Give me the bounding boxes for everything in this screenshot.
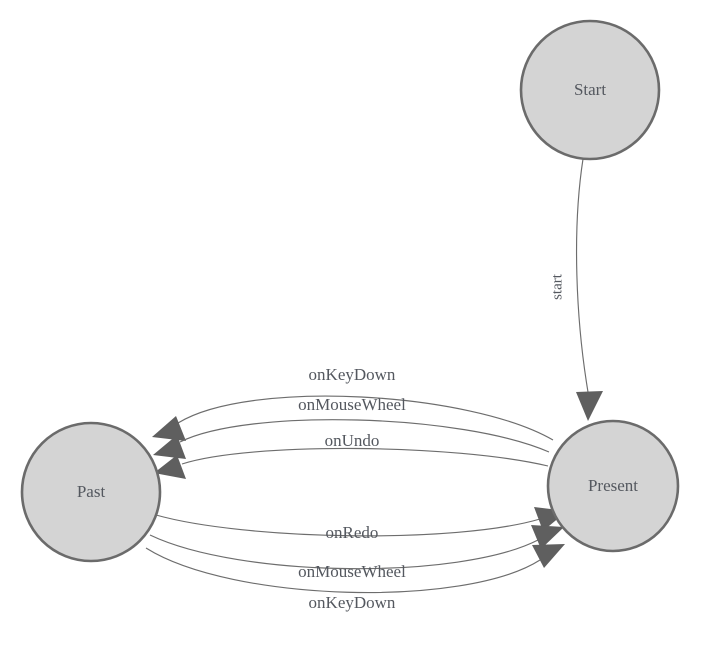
arrowhead-past-present-onkeydown (532, 544, 565, 568)
edge-path-past-present-onmousewheel (149, 534, 539, 570)
edge-present-to-past-onmousewheel[interactable] (153, 419, 550, 459)
edge-path-past-present-onkeydown (145, 547, 541, 594)
node-present-circle (546, 419, 680, 553)
edge-label-present-past-onundo: onUndo (325, 431, 380, 450)
edge-path-present-past-onmousewheel (179, 419, 550, 453)
edge-path-start-present (576, 158, 589, 393)
edge-label-layer: start onKeyDown onMouseWheel onUndo onRe… (298, 273, 565, 612)
arrowhead-present-past-onmousewheel (153, 435, 186, 459)
edge-past-to-present-onmousewheel[interactable] (149, 525, 564, 570)
node-past-circle (20, 421, 162, 563)
edge-present-to-past-onundo[interactable] (154, 447, 549, 479)
node-start-circle (519, 19, 661, 161)
edge-label-past-present-onredo: onRedo (326, 523, 379, 542)
arrowhead-start-present (576, 391, 603, 421)
edge-label-present-past-onmousewheel: onMouseWheel (298, 395, 406, 414)
edge-path-past-present-onredo (155, 514, 541, 537)
arrowhead-present-past-onundo (154, 455, 186, 479)
edge-label-start: start (549, 273, 565, 300)
edge-path-present-past-onkeydown (177, 395, 554, 441)
edge-present-to-past-onkeydown[interactable] (152, 395, 554, 441)
edge-path-present-past-onundo (181, 447, 549, 467)
edge-label-past-present-onkeydown: onKeyDown (309, 593, 396, 612)
node-present[interactable]: Present (546, 419, 680, 553)
node-start-label: Start (574, 80, 606, 99)
edge-label-past-present-onmousewheel: onMouseWheel (298, 562, 406, 581)
node-present-label: Present (588, 476, 638, 495)
edge-start-to-present[interactable] (576, 158, 603, 421)
arrowhead-present-past-onkeydown (152, 416, 186, 441)
node-past[interactable]: Past (20, 421, 162, 563)
edge-layer (145, 158, 603, 594)
node-past-label: Past (77, 482, 106, 501)
arrowhead-past-present-onmousewheel (531, 525, 564, 549)
node-layer: Start Past Present (20, 19, 680, 563)
edge-label-present-past-onkeydown: onKeyDown (309, 365, 396, 384)
edge-past-to-present-onkeydown[interactable] (145, 544, 565, 594)
node-start[interactable]: Start (519, 19, 661, 161)
